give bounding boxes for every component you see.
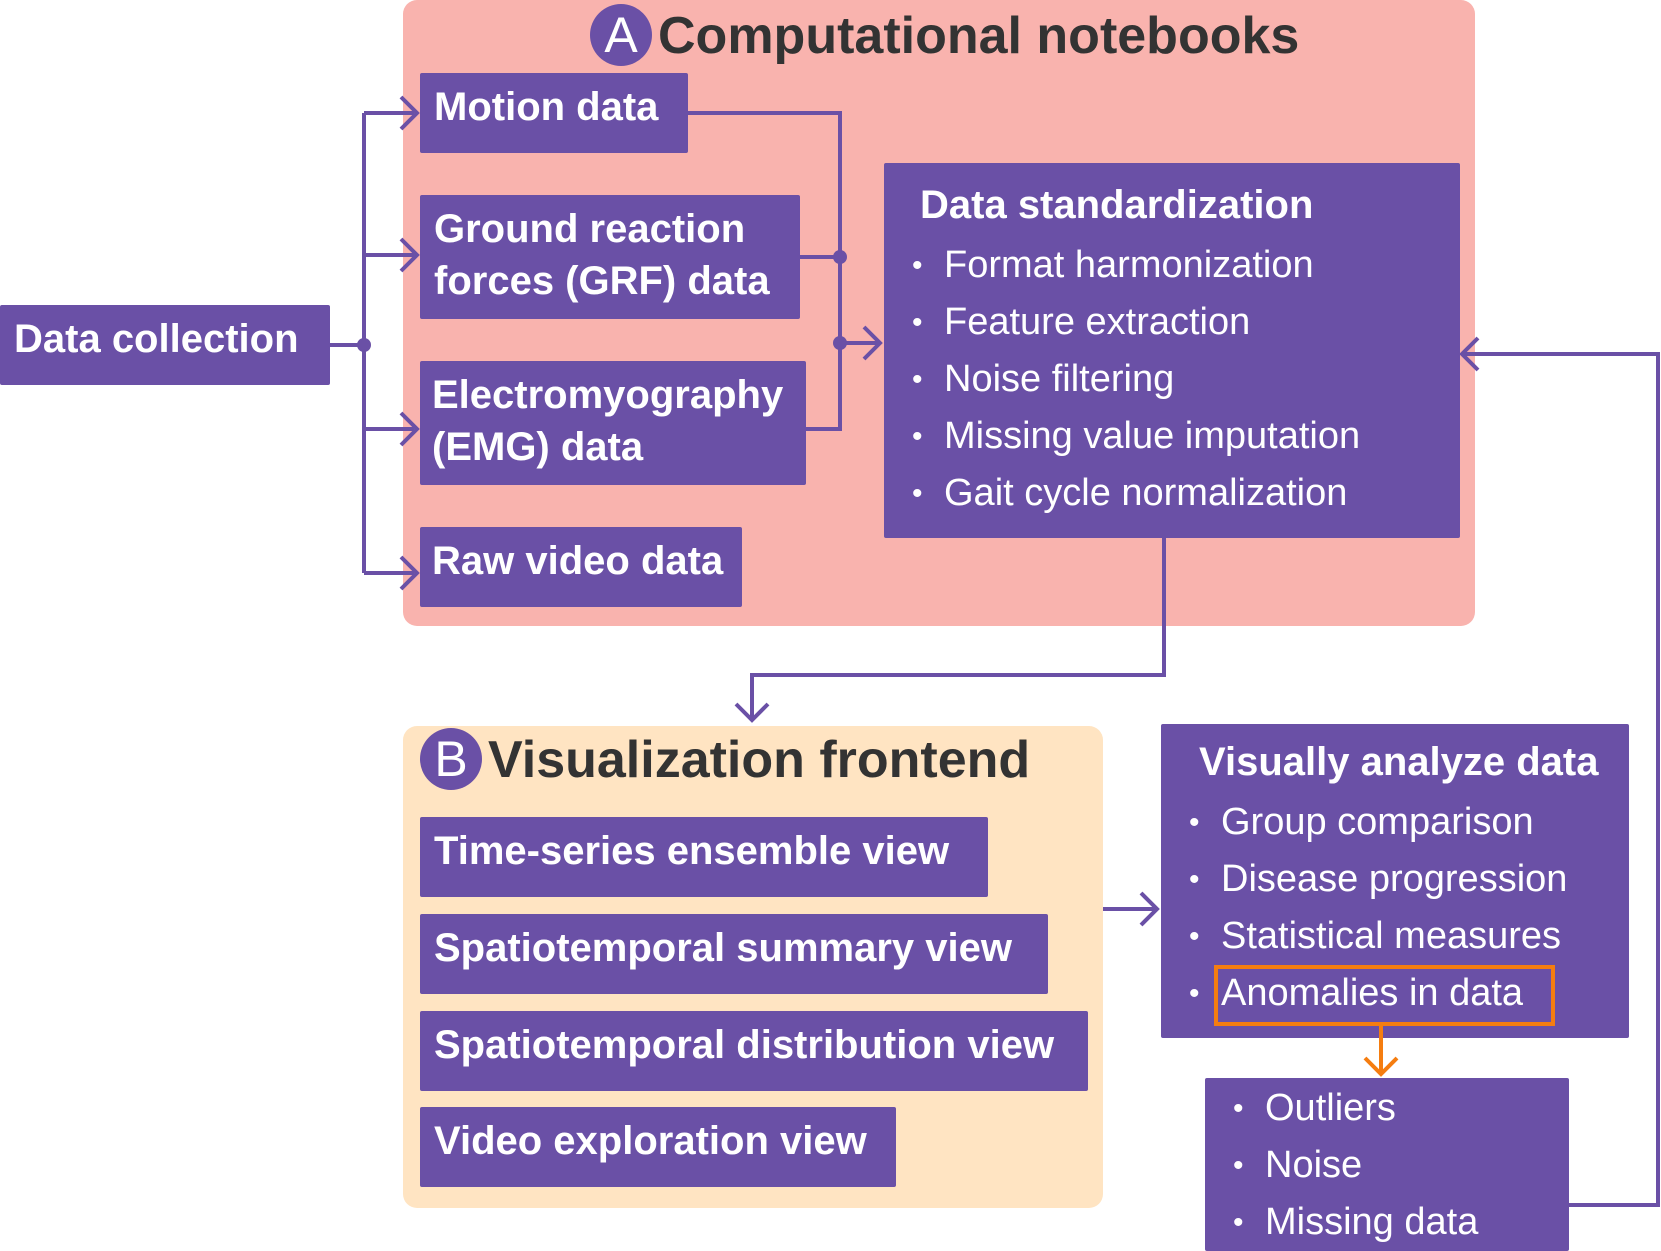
motion-data-box: Motion data [420, 73, 688, 153]
anomaly-type-item: Noise [1225, 1137, 1549, 1194]
feedback-arrowhead [1459, 336, 1480, 372]
data-collection-box: Data collection [0, 305, 330, 385]
grf-label-line2: forces (GRF) data [434, 259, 770, 303]
spatiotemporal-summary-view-box: Spatiotemporal summary view [420, 914, 1048, 994]
emg-arrowhead [399, 411, 420, 447]
anomalies-highlight [1214, 965, 1555, 1026]
standardization-item: Feature extraction [904, 294, 1440, 351]
analyze-arrowhead [1139, 891, 1160, 927]
grf-label-line1: Ground reaction [434, 207, 746, 251]
standardization-item: Noise filtering [904, 351, 1440, 408]
anomaly-type-item: Missing data [1225, 1194, 1549, 1251]
visually-analyze-title: Visually analyze data [1199, 740, 1599, 784]
analyze-item: Group comparison [1181, 794, 1609, 851]
grf-arrowhead [399, 237, 420, 273]
badge-a: A [590, 4, 652, 66]
view-label: Spatiotemporal distribution view [434, 1023, 1055, 1067]
merge-trunk [688, 111, 842, 431]
badge-b: B [420, 728, 482, 790]
standardization-list: Format harmonization Feature extraction … [904, 237, 1440, 522]
junction-dot [357, 338, 371, 352]
analyze-item: Disease progression [1181, 851, 1609, 908]
emg-label-line2: (EMG) data [432, 425, 644, 469]
to-frontend-line [750, 538, 1166, 718]
analyze-item: Anomalies in data [1181, 965, 1609, 1022]
raw-video-data-box: Raw video data [420, 527, 742, 607]
junction-dot [833, 336, 847, 350]
motion-arrowhead [399, 95, 420, 131]
emg-data-box: Electromyography (EMG) data [420, 361, 806, 485]
standardization-item: Missing value imputation [904, 408, 1440, 465]
grf-data-box: Ground reaction forces (GRF) data [420, 195, 800, 319]
frontend-arrowhead [734, 702, 770, 723]
standardization-arrowhead [862, 325, 883, 361]
video-arrowhead [399, 555, 420, 591]
view-label: Time-series ensemble view [434, 829, 950, 873]
video-exploration-view-box: Video exploration view [420, 1107, 896, 1187]
data-standardization-box: Data standardization Format harmonizatio… [884, 163, 1460, 538]
junction-dot [833, 250, 847, 264]
feedback-line [1464, 352, 1660, 1207]
anomalies-arrowhead [1363, 1056, 1399, 1077]
motion-data-label: Motion data [434, 85, 659, 129]
view-label: Video exploration view [434, 1119, 867, 1163]
data-collection-label: Data collection [14, 317, 299, 361]
anomaly-types-list: Outliers Noise Missing data [1225, 1080, 1549, 1251]
panel-a-title-text: Computational notebooks [658, 7, 1300, 65]
emg-label-line1: Electromyography [432, 373, 784, 417]
panel-b-title-text: Visualization frontend [488, 731, 1031, 789]
raw-video-data-label: Raw video data [432, 539, 724, 583]
analyze-item: Statistical measures [1181, 908, 1609, 965]
analyze-list: Group comparison Disease progression Sta… [1181, 794, 1609, 1022]
data-standardization-title: Data standardization [920, 183, 1314, 227]
spatiotemporal-distribution-view-box: Spatiotemporal distribution view [420, 1011, 1088, 1091]
standardization-item: Gait cycle normalization [904, 465, 1440, 522]
standardization-item: Format harmonization [904, 237, 1440, 294]
anomaly-types-box: Outliers Noise Missing data [1205, 1078, 1569, 1251]
time-series-ensemble-view-box: Time-series ensemble view [420, 817, 988, 897]
view-label: Spatiotemporal summary view [434, 926, 1012, 970]
anomaly-type-item: Outliers [1225, 1080, 1549, 1137]
